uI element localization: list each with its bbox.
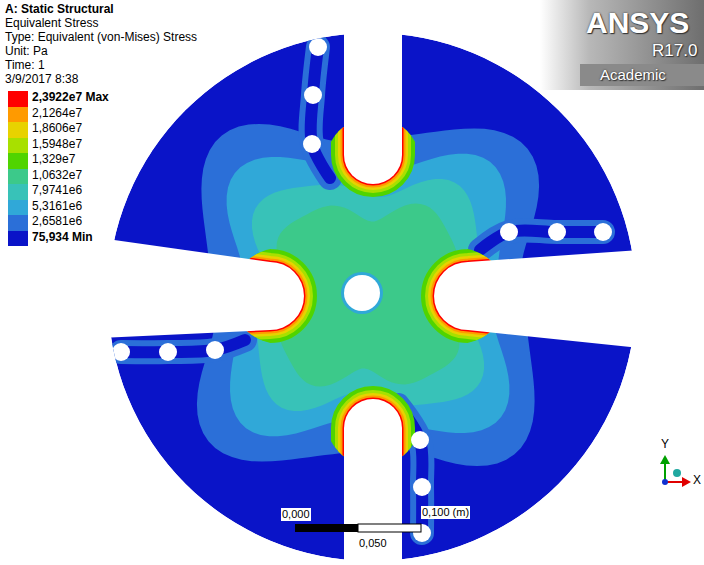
bolt-hole: [303, 135, 321, 153]
bolt-hole: [206, 341, 224, 359]
hotspot-band: [344, 399, 402, 565]
legend-swatch: [8, 184, 28, 200]
legend-label: 7,9741e6: [32, 184, 82, 198]
bolt-hole: [413, 478, 431, 496]
axis-label: X: [693, 474, 701, 488]
stress-hotspot: [100, 238, 304, 338]
hotspot-band: [344, 0, 402, 184]
time: Time: 1: [5, 59, 45, 73]
hotspot-band: [344, 399, 402, 565]
hotspot-band: [434, 250, 640, 348]
hole-band: [480, 230, 603, 250]
hotspot-band: [434, 250, 640, 348]
legend-swatch: [8, 138, 28, 154]
stress-hotspot: [434, 250, 640, 348]
scale-label: 0,000: [281, 508, 311, 521]
date: 3/9/2017 8:38: [5, 73, 78, 87]
unit: Unit: Pa: [5, 45, 48, 59]
axis-label: Y: [661, 438, 669, 452]
logo-band: [580, 64, 704, 86]
legend-label: 2,1264e7: [32, 107, 82, 121]
hole-band: [121, 340, 245, 352]
hole-band: [311, 47, 330, 178]
legend-label: 75,934 Min: [32, 231, 93, 245]
bolt-hole: [304, 86, 322, 104]
legend-swatch: [8, 169, 28, 185]
hotspot-band: [100, 238, 304, 338]
bolt-hole: [112, 343, 130, 361]
hotspot-band: [434, 250, 640, 348]
center-hole: [344, 275, 380, 311]
header-title: A: Static Structural: [5, 3, 114, 17]
legend-label: 2,3922e7 Max: [32, 91, 109, 105]
disk-part: [100, 0, 640, 565]
hotspot-band: [344, 399, 402, 565]
logo: ANSYS: [586, 6, 689, 41]
bolt-hole: [309, 38, 327, 56]
legend-swatch: [8, 231, 28, 247]
scale-bar: [295, 524, 421, 532]
legend-label: 2,6581e6: [32, 215, 82, 229]
scale-bar-white: [358, 524, 421, 532]
hotspot-band: [100, 238, 304, 338]
axis-triad: [660, 455, 691, 487]
hole-band: [480, 230, 603, 250]
logo-panel: [540, 0, 704, 90]
slots: [100, 0, 640, 565]
bolt-hole: [548, 223, 566, 241]
slot: [344, 0, 402, 184]
hotspot-band: [434, 250, 640, 348]
scale-label: 0,050: [358, 537, 388, 550]
y-arrowhead: [660, 455, 670, 464]
hotspot-band: [344, 0, 402, 184]
slot: [434, 250, 640, 348]
hotspot-band: [344, 0, 402, 184]
legend-swatch: [8, 107, 28, 123]
hotspot-band: [344, 399, 402, 565]
scale-label: 0,100 (m): [421, 506, 470, 519]
legend-label: 1,5948e7: [32, 138, 82, 152]
bolt-hole: [411, 431, 429, 449]
slot: [100, 238, 304, 338]
triad-ball: [673, 469, 681, 477]
hotspot-band: [100, 238, 304, 338]
hotspot-band: [100, 238, 304, 338]
legend-swatch: [8, 122, 28, 138]
result-name: Equivalent Stress: [5, 17, 98, 31]
z-axis: [662, 479, 668, 485]
hole-band: [121, 340, 245, 352]
stress-hotspot: [344, 0, 402, 184]
legend-swatch: [8, 91, 28, 107]
hotspot-band: [344, 0, 402, 184]
legend-swatch: [8, 153, 28, 169]
bolt-hole: [594, 223, 612, 241]
hotspot-band: [344, 399, 402, 565]
legend-label: 1,8606e7: [32, 122, 82, 136]
hotspot-band: [434, 250, 640, 348]
legend-swatch: [8, 215, 28, 231]
legend-swatch: [8, 200, 28, 216]
legend-label: 1,0632e7: [32, 169, 82, 183]
result-type: Type: Equivalent (von-Mises) Stress: [5, 31, 197, 45]
bolt-hole: [500, 223, 518, 241]
slot: [344, 399, 402, 565]
license: Academic: [600, 66, 666, 83]
version: R17.0: [652, 41, 697, 61]
bolt-hole: [159, 343, 177, 361]
hotspot-band: [100, 238, 304, 338]
hotspot-band: [344, 0, 402, 184]
legend-label: 5,3161e6: [32, 200, 82, 214]
x-arrowhead: [682, 477, 691, 487]
scale-bar-black: [295, 524, 358, 532]
stress-hotspot: [344, 399, 402, 565]
legend-label: 1,329e7: [32, 153, 75, 167]
hole-band: [311, 47, 330, 178]
